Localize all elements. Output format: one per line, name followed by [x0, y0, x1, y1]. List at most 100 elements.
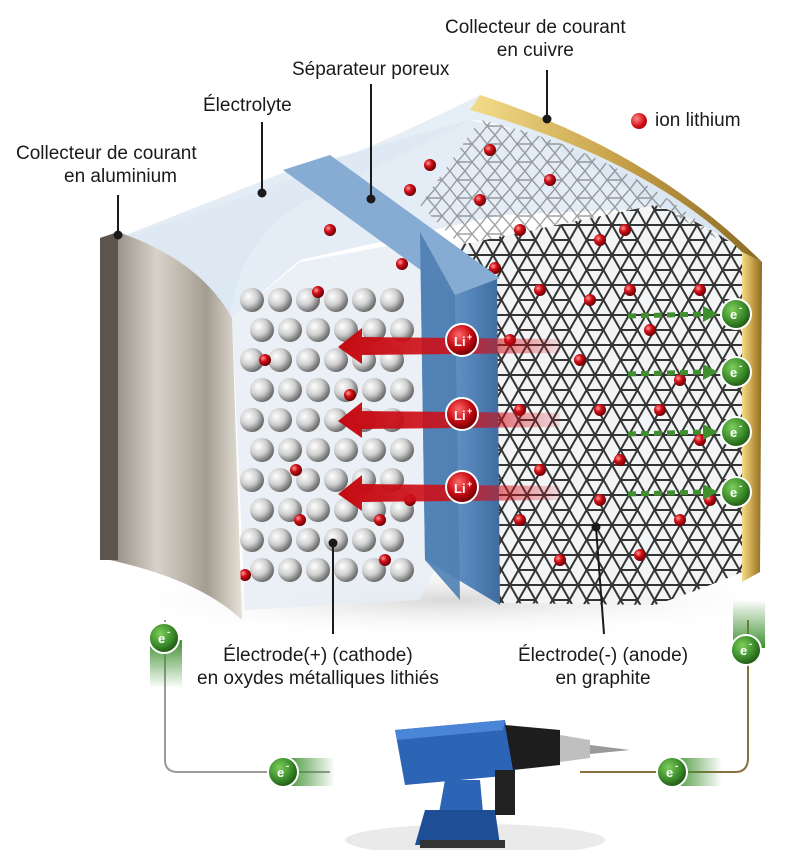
electron-circle	[148, 622, 180, 654]
electron-arrow-head	[703, 424, 718, 440]
lithium-ion	[374, 514, 386, 526]
drill-icon	[345, 720, 630, 850]
cathode-sphere	[352, 528, 376, 552]
electron-arrow: e-	[627, 476, 752, 508]
lithium-ion	[594, 494, 606, 506]
electron-circle	[656, 756, 688, 788]
electron-charge: -	[675, 761, 678, 772]
cathode-sphere	[296, 408, 320, 432]
electron-charge: -	[739, 421, 742, 432]
electron-circle	[730, 634, 762, 666]
electron-arrow: e-	[627, 298, 752, 330]
lithium-ion	[594, 234, 606, 246]
cathode-sphere	[278, 558, 302, 582]
cathode-sphere	[306, 558, 330, 582]
cathode-sphere	[324, 348, 348, 372]
cathode-sphere	[296, 468, 320, 492]
cathode-sphere	[334, 438, 358, 462]
lithium-ion	[544, 174, 556, 186]
li-ion-badge	[445, 323, 479, 357]
lithium-ion	[474, 194, 486, 206]
electron-arrow: e-	[627, 356, 752, 388]
cathode-sphere	[250, 318, 274, 342]
cathode-sphere	[324, 408, 348, 432]
li-ion-label: Li	[454, 408, 466, 423]
cathode-sphere	[390, 378, 414, 402]
label-copper-collector: Collecteur de courant en cuivre	[445, 16, 626, 62]
aluminium-collector-edge	[100, 232, 118, 560]
cathode-sphere	[278, 318, 302, 342]
lithium-ion	[489, 262, 501, 274]
cathode-sphere	[380, 528, 404, 552]
electron-circle	[720, 476, 752, 508]
li-ion-label: Li	[454, 334, 466, 349]
lithium-ion	[619, 224, 631, 236]
electron-label: e	[730, 425, 737, 440]
cathode-sphere	[306, 438, 330, 462]
electron-circle	[720, 298, 752, 330]
label-cathode-line1: Électrode(+) (cathode)	[223, 645, 413, 666]
electron-charge: -	[167, 627, 170, 638]
label-electrolyte: Électrolyte	[203, 95, 292, 116]
lithium-ion	[514, 224, 526, 236]
cathode-sphere	[240, 468, 264, 492]
lithium-ion	[584, 294, 596, 306]
electron-charge: -	[739, 361, 742, 372]
electron-charge: -	[739, 303, 742, 314]
electron-label: e	[730, 485, 737, 500]
lithium-ion	[554, 554, 566, 566]
electron-arrow-head	[703, 484, 718, 500]
cathode-sphere	[268, 288, 292, 312]
electron-label: e	[740, 643, 747, 658]
electron-label: e	[730, 365, 737, 380]
lithium-ion	[624, 284, 636, 296]
external-wire-left	[164, 620, 330, 773]
label-anode: Électrode(-) (anode) en graphite	[518, 644, 688, 690]
copper-collector-top	[470, 95, 762, 262]
electron-badge: e-	[730, 634, 762, 666]
electron-badge: e-	[656, 756, 688, 788]
li-ion-label: Li	[454, 481, 466, 496]
lithium-ion	[694, 284, 706, 296]
lithium-ion	[294, 514, 306, 526]
lithium-ion	[344, 389, 356, 401]
electron-arrow-head	[703, 306, 718, 322]
separator-top-slab	[283, 155, 500, 295]
lithium-ion	[404, 184, 416, 196]
lithium-ion	[259, 354, 271, 366]
electron-label: e	[277, 765, 284, 780]
lithium-ion	[324, 224, 336, 236]
electron-arrow-head	[703, 364, 718, 380]
cathode-sphere	[334, 558, 358, 582]
legend: ion lithium	[631, 110, 741, 132]
cathode-sphere	[278, 378, 302, 402]
cathode-sphere	[390, 318, 414, 342]
label-separator: Séparateur poreux	[292, 59, 450, 80]
cathode-sphere	[268, 348, 292, 372]
label-cathode: Électrode(+) (cathode) en oxydes métalli…	[197, 644, 439, 690]
li-ion-arrow: Li+	[338, 397, 560, 438]
label-aluminium-collector-line1: Collecteur de courant	[16, 143, 197, 164]
lithium-ion	[239, 569, 251, 581]
label-anode-line2: en graphite	[555, 668, 651, 689]
electron-badge: e-	[267, 756, 299, 788]
lithium-ion	[424, 159, 436, 171]
cathode-sphere	[362, 438, 386, 462]
li-ion-arrow: Li+	[338, 323, 560, 364]
electron-charge: -	[739, 481, 742, 492]
cathode-sphere	[306, 498, 330, 522]
red-sphere-icon	[631, 113, 647, 129]
li-ion-badge	[445, 397, 479, 431]
lithium-ion	[484, 144, 496, 156]
lithium-ion	[534, 464, 546, 476]
cathode-sphere	[268, 408, 292, 432]
lithium-ion	[654, 404, 666, 416]
label-copper-collector-line2: en cuivre	[496, 40, 574, 61]
label-aluminium-collector-line2: en aluminium	[64, 166, 177, 187]
cathode-sphere	[250, 498, 274, 522]
cathode-sphere	[240, 288, 264, 312]
cathode-sphere	[278, 438, 302, 462]
lithium-ion	[574, 354, 586, 366]
lithium-ion	[396, 258, 408, 270]
